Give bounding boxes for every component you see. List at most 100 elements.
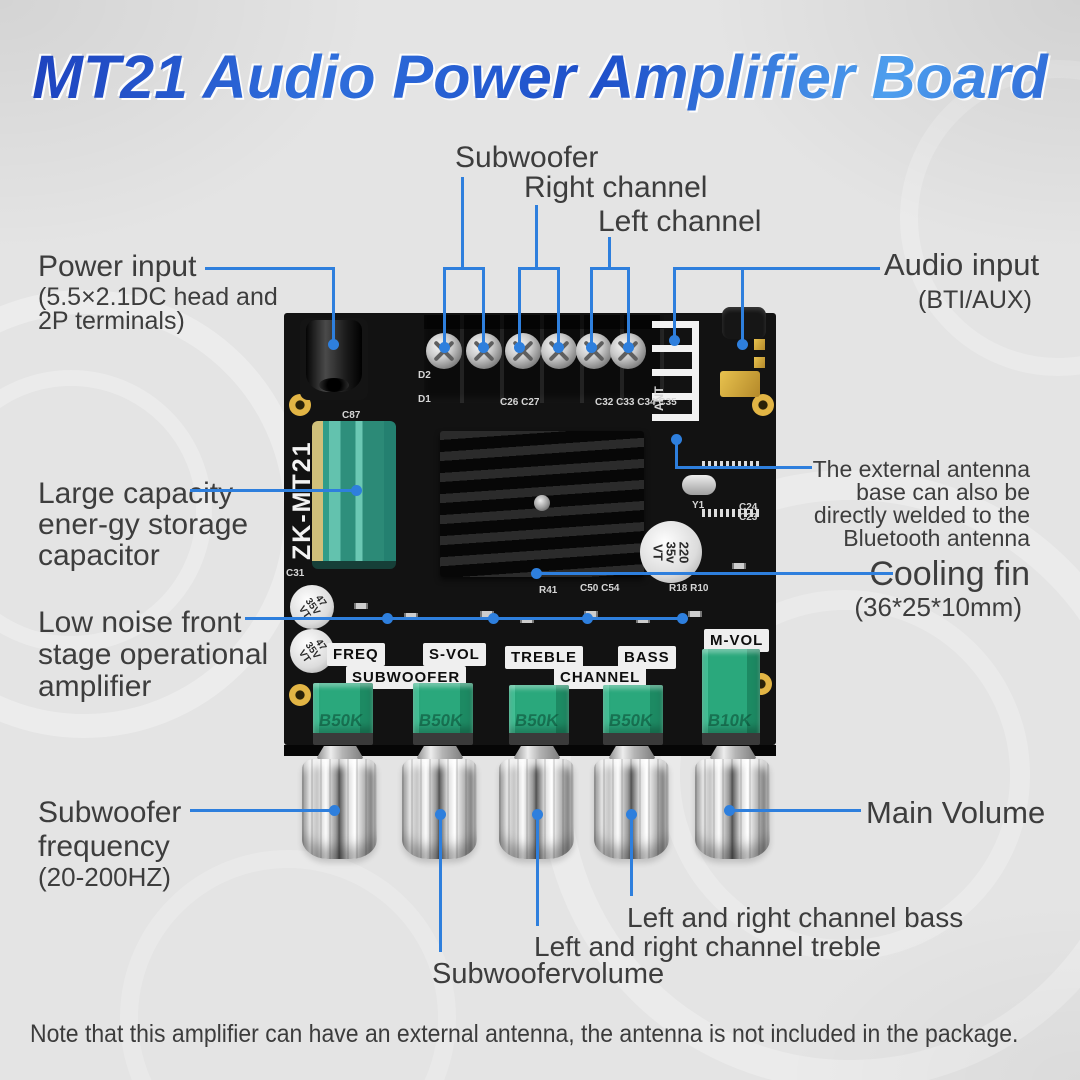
gold-contact [720, 371, 760, 397]
mounting-hole [289, 684, 311, 706]
silk-label-treble: TREBLE [505, 646, 583, 669]
callout-right-channel: Right channel [524, 171, 708, 204]
callout-dot [488, 613, 499, 624]
callout-line [443, 267, 485, 270]
callout-power-input-sub2: 2P terminals) [38, 307, 185, 335]
callout-dot [724, 805, 735, 816]
callout-dot [351, 485, 362, 496]
footer-note: Note that this amplifier can have an ext… [30, 1020, 1019, 1048]
potentiometer-svol: B50K [413, 683, 473, 745]
aux-audio-jack [722, 307, 766, 339]
callout-cooling-fin: Cooling fin [869, 555, 1030, 593]
dc-power-jack [300, 318, 368, 400]
callout-line [673, 267, 880, 270]
callout-line [608, 237, 611, 269]
silk-label-mvol: M-VOL [704, 629, 770, 652]
crystal-oscillator [682, 475, 716, 495]
smd-component [520, 617, 534, 623]
page-title: MT21 Audio Power Amplifier Board [0, 42, 1080, 112]
callout-power-input: Power input [38, 250, 197, 283]
callout-dot [532, 809, 543, 820]
callout-line [461, 177, 464, 269]
small-capacitor: 47 35V VT [290, 629, 334, 673]
callout-line [590, 267, 593, 345]
pot-marking: B50K [317, 711, 364, 730]
callout-line [675, 466, 812, 469]
callout-audio-input: Audio input [884, 247, 1040, 282]
small-capacitor: 47 35V VT [290, 585, 334, 629]
bluetooth-antenna-trace [652, 321, 700, 421]
callout-line [205, 267, 335, 270]
mounting-hole [752, 394, 774, 416]
potentiometer-treble: B50K [509, 685, 569, 745]
silk-label-bass: BASS [618, 646, 676, 669]
callout-line [536, 814, 539, 926]
pcb-ref-label: C26 C27 [500, 397, 540, 408]
callout-dot [329, 805, 340, 816]
callout-dot [435, 809, 446, 820]
solder-pads [702, 509, 760, 517]
pcb-ref-label: Y1 [692, 500, 705, 511]
callout-dot [478, 342, 489, 353]
callout-dot [626, 809, 637, 820]
callout-low-noise-3: amplifier [38, 670, 152, 703]
callout-dot [586, 342, 597, 353]
callout-cooling-fin-size: (36*25*10mm) [854, 592, 1022, 622]
callout-line [590, 267, 630, 270]
pcb-ref-label: C32 C33 C34 C35 [595, 397, 677, 408]
callout-main-volume: Main Volume [866, 795, 1046, 830]
solder-pads [702, 461, 760, 469]
callout-low-noise-2: stage operational [38, 638, 269, 671]
callout-line [729, 809, 861, 812]
callout-dot [737, 339, 748, 350]
gold-pad [754, 339, 765, 350]
heatsink-screw [534, 495, 550, 511]
pcb-ref-label-ant: ANT [652, 386, 666, 411]
callout-bass: Left and right channel bass [627, 902, 964, 933]
callout-line [537, 572, 893, 575]
silk-label-channel: CHANNEL [554, 666, 647, 689]
callout-line [741, 267, 744, 341]
callout-line [673, 267, 676, 337]
callout-line [190, 489, 357, 492]
pcb-ref-label: C31 [286, 568, 305, 579]
callout-large-cap-1: Large capacity [38, 477, 234, 510]
potentiometer-bass: B50K [603, 685, 663, 745]
callout-sub-freq-1: Subwoofer [38, 796, 182, 829]
callout-line [627, 267, 630, 345]
callout-dot [582, 613, 593, 624]
pcb-ref-label: D2 [418, 370, 431, 381]
callout-low-noise-1: Low noise front [38, 606, 242, 639]
callout-ext-antenna-1: The external antenna [812, 456, 1030, 482]
callout-dot [677, 613, 688, 624]
callout-sub-volume: Subwoofervolume [432, 958, 665, 990]
callout-dot [671, 434, 682, 445]
callout-ext-antenna-2: base can also be [856, 479, 1030, 505]
capacitor-marking: 220 35v VT [650, 541, 692, 563]
pcb-ref-label: C50 C54 [580, 583, 620, 594]
silk-label-freq: FREQ [327, 643, 385, 666]
callout-treble: Left and right channel treble [534, 931, 882, 962]
knob-main-volume [695, 759, 770, 859]
callout-ext-antenna-3: directly welded to the [813, 502, 1030, 528]
dc-jack-opening [319, 378, 349, 392]
callout-dot [439, 342, 450, 353]
callout-line [332, 267, 335, 341]
callout-line [443, 267, 446, 345]
potentiometer-mvol: B10K [702, 649, 760, 745]
amplifier-board: ZK-MT21 220 35v VT 47 35V VT 47 35V VT C… [284, 307, 776, 745]
smd-component [732, 563, 746, 569]
pcb-ref-label: C24 C23 [739, 502, 758, 523]
smd-component [404, 613, 418, 619]
smd-component [354, 603, 368, 609]
callout-line [518, 267, 521, 345]
pot-marking: B10K [706, 711, 753, 730]
pot-marking: B50K [607, 711, 654, 730]
callout-line [245, 617, 685, 620]
callout-power-input-sub1: (5.5×2.1DC head and [38, 283, 278, 311]
callout-dot [382, 613, 393, 624]
callout-large-cap-2: ener-gy storage [38, 508, 249, 541]
pcb-ref-label: R41 [539, 585, 558, 596]
callout-line [675, 439, 678, 469]
